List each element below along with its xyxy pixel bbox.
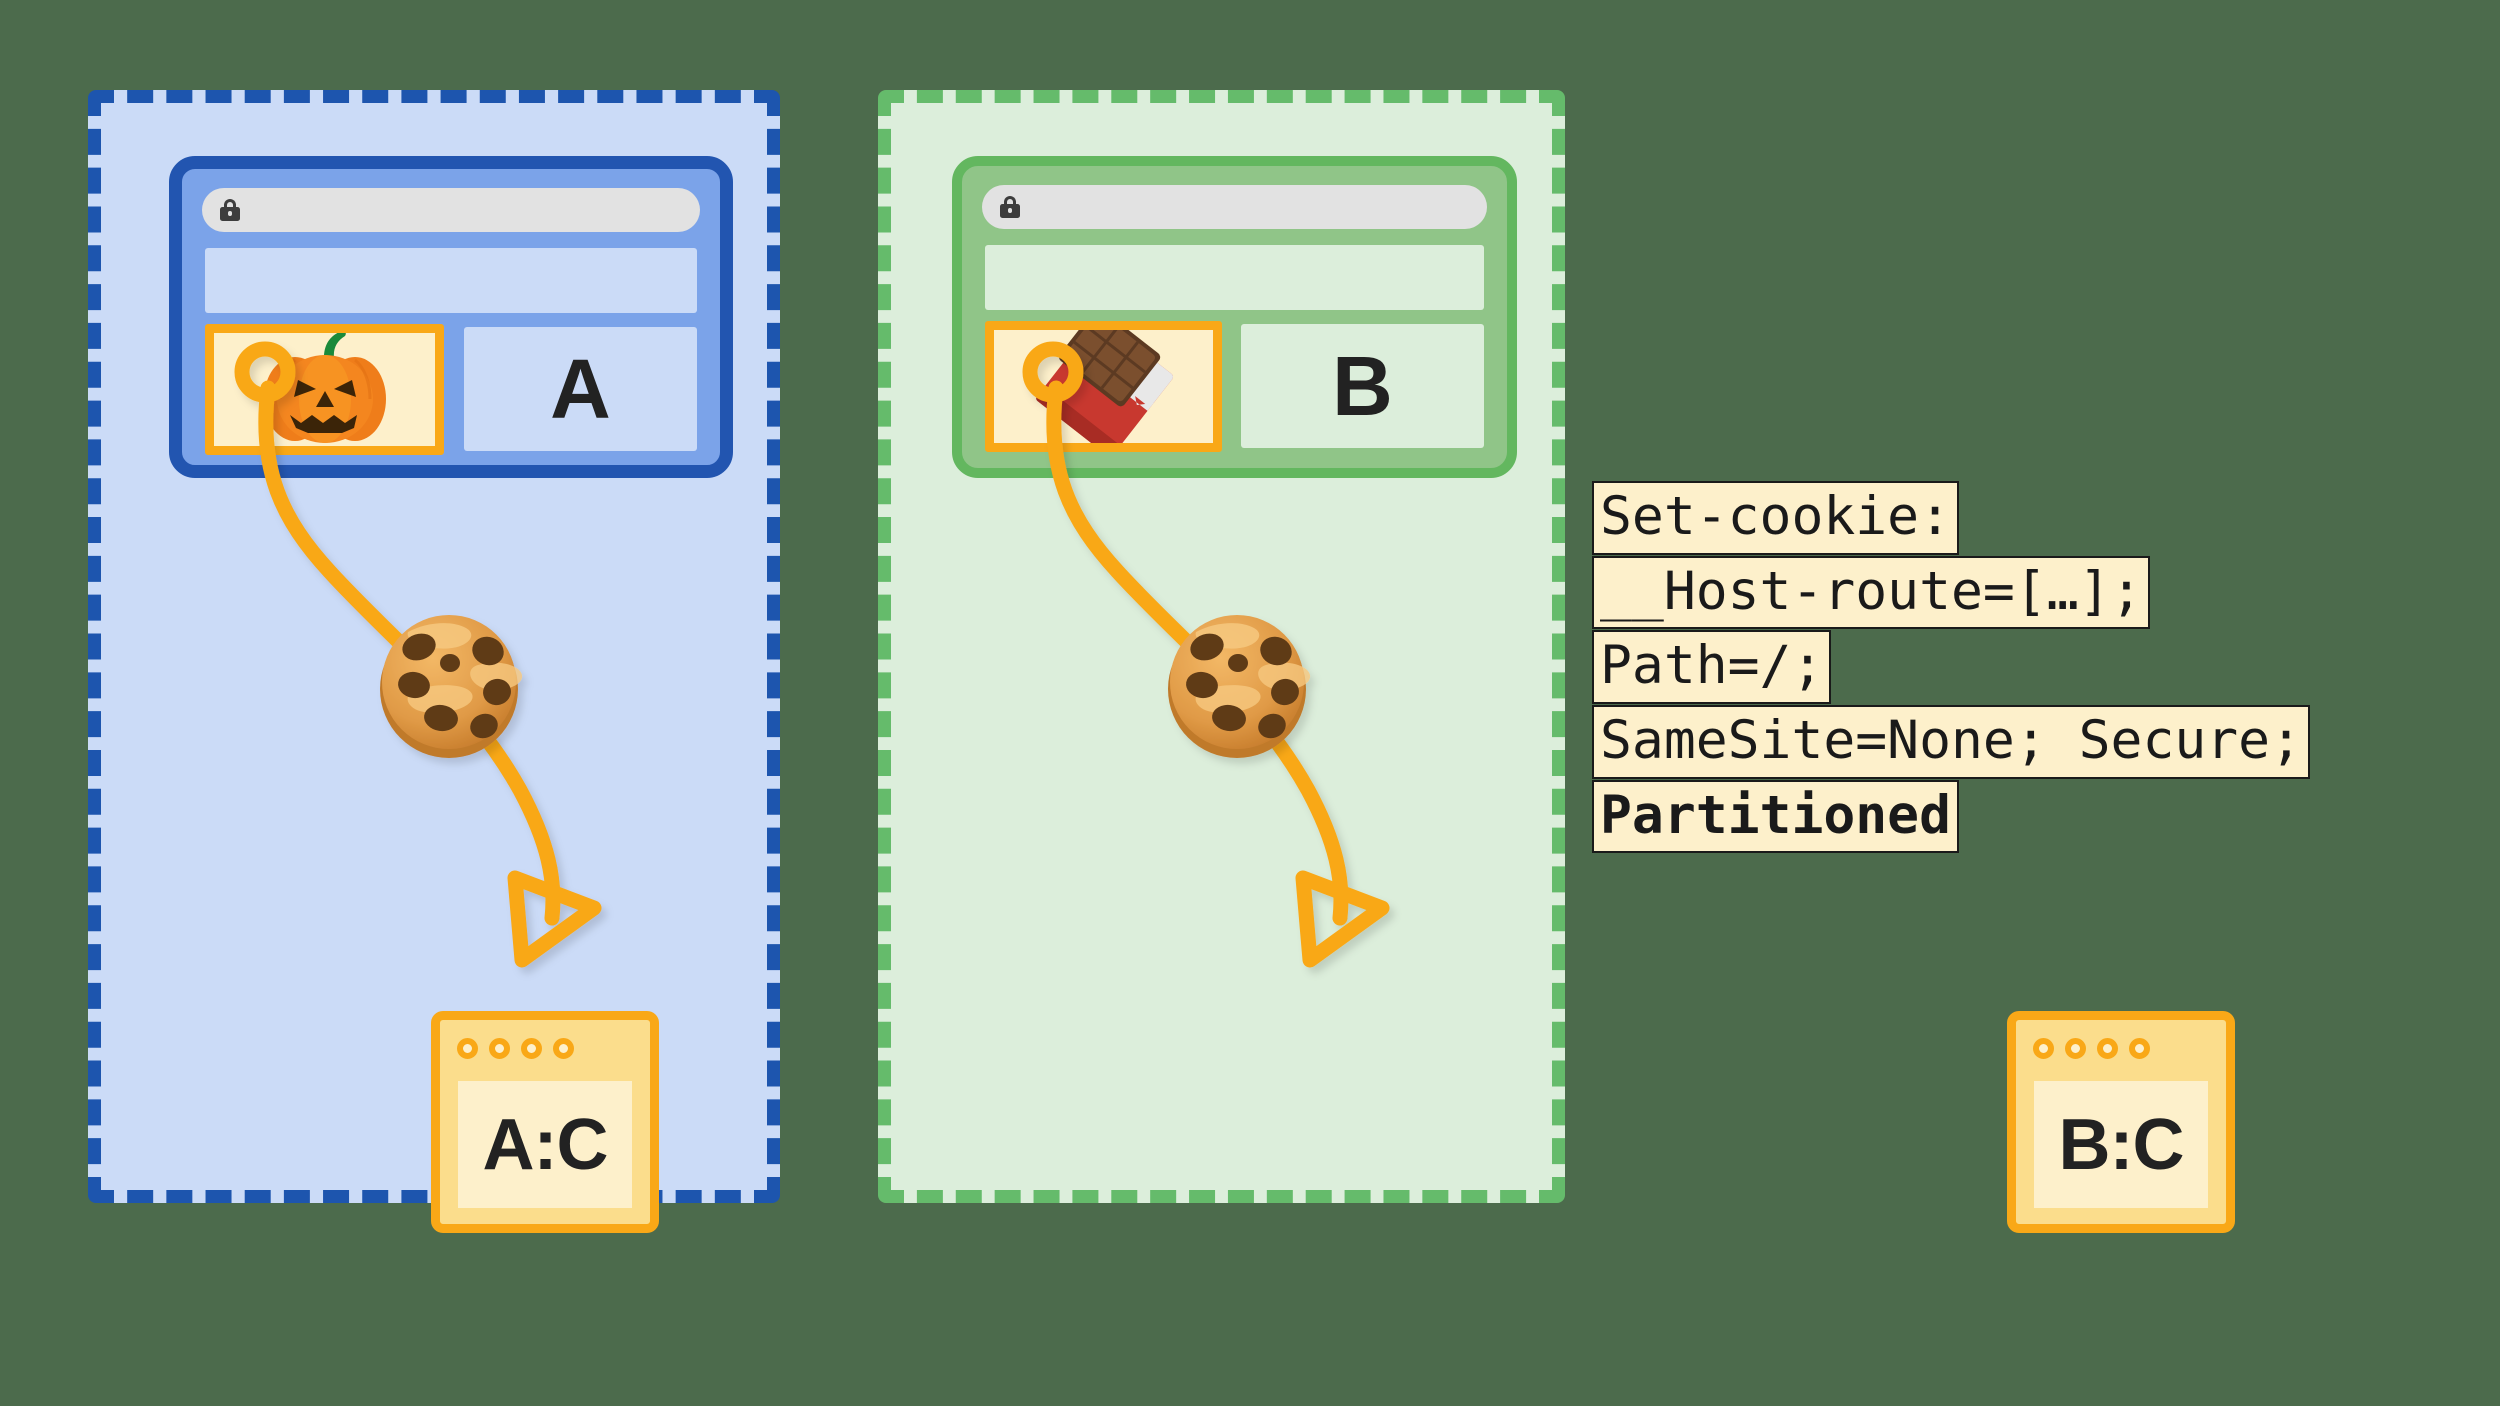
storage-dot	[2065, 1038, 2086, 1059]
jack-o-lantern-icon	[214, 333, 435, 446]
code-line-4: SameSite=None; Secure;	[1592, 704, 2310, 779]
chocolate-bar-icon	[994, 330, 1213, 443]
storage-dot	[521, 1038, 542, 1059]
url-bar-a[interactable]	[202, 188, 700, 232]
lock-icon	[1000, 196, 1020, 218]
storage-dot	[553, 1038, 574, 1059]
storage-body-b: B:C	[2034, 1081, 2208, 1208]
storage-key-a: A:C	[482, 1104, 609, 1185]
url-bar-b[interactable]	[982, 185, 1487, 229]
browser-window-a: A	[169, 156, 733, 478]
code-line-3: Path=/;	[1592, 630, 1832, 704]
partitioned-storage-b: B:C	[2007, 1011, 2235, 1233]
partitioned-storage-a: A:C	[431, 1011, 659, 1233]
embedded-frame-b	[985, 321, 1222, 452]
lock-icon	[220, 199, 240, 221]
set-cookie-header: Set-cookie: __Host-route=[…]; Path=/; Sa…	[1592, 481, 2310, 854]
storage-dot	[2129, 1038, 2150, 1059]
site-label-panel-b: B	[1241, 324, 1484, 448]
storage-dot	[2033, 1038, 2054, 1059]
storage-dot	[457, 1038, 478, 1059]
storage-dots-b	[2033, 1038, 2150, 1059]
browser-window-b: B	[952, 156, 1517, 478]
code-line-2: __Host-route=[…];	[1592, 555, 2151, 630]
embedded-frame-a	[205, 324, 444, 455]
site-letter-b: B	[1332, 339, 1393, 433]
storage-dot	[2097, 1038, 2118, 1059]
partition-b: B B:C	[878, 90, 2235, 1233]
storage-body-a: A:C	[458, 1081, 632, 1208]
code-line-1: Set-cookie:	[1592, 481, 1959, 555]
code-line-5: Partitioned	[1592, 779, 1959, 854]
site-label-panel-a: A	[464, 327, 697, 451]
content-strip-b	[985, 245, 1484, 310]
storage-dot	[489, 1038, 510, 1059]
partition-a: A A:C	[88, 90, 780, 1233]
storage-dots-a	[457, 1038, 574, 1059]
content-strip-a	[205, 248, 697, 313]
site-letter-a: A	[550, 342, 611, 436]
storage-key-b: B:C	[2058, 1104, 2185, 1185]
